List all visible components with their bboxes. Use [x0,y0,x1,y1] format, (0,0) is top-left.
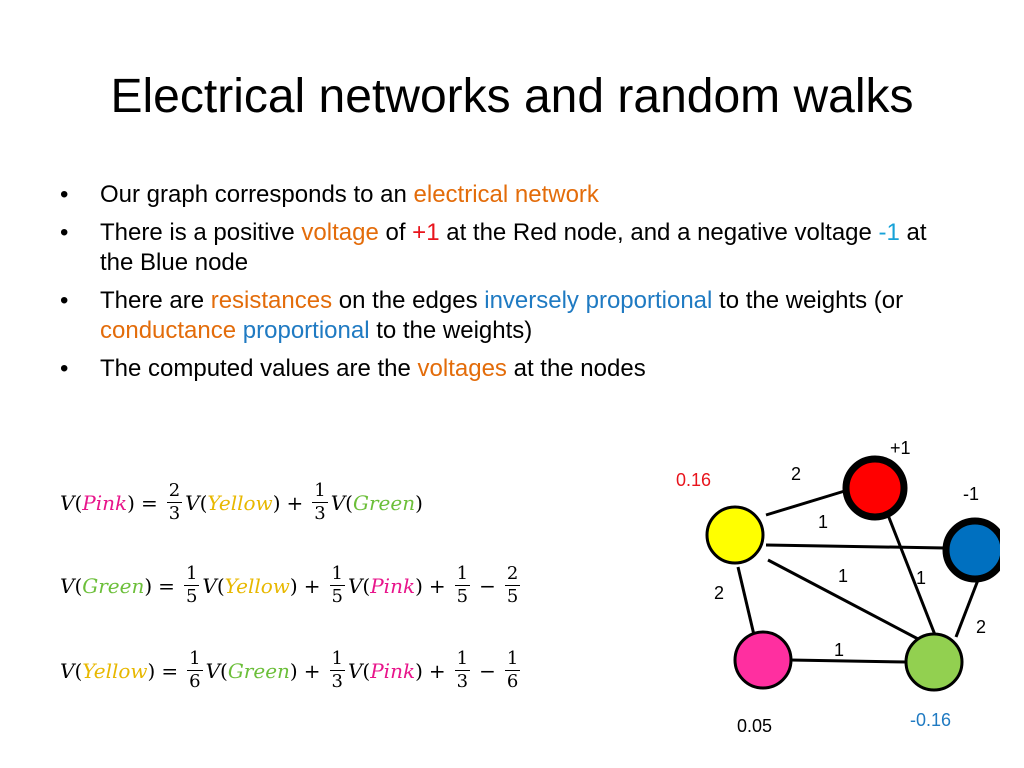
highlight-inversely-proportional: inversely proportional [484,287,713,314]
yellow-node [705,505,765,565]
edge-yellow-red [765,488,849,517]
edge-yellow-green [767,558,921,642]
weight-yellow-red: 2 [791,464,801,484]
highlight-plus-one: +1 [412,219,440,246]
weight-yellow-blue: 1 [818,512,828,532]
highlight-conductance: conductance [100,317,237,344]
highlight-electrical-network: electrical network [413,181,599,208]
weight-blue-green: 2 [976,617,986,637]
highlight-voltages: voltages [417,355,507,382]
bullet-item: The computed values are the voltages at … [58,354,958,384]
weight-red-green: 1 [916,568,926,588]
bullet-list: Our graph corresponds to an electrical n… [58,180,958,392]
highlight-voltage: voltage [301,219,379,246]
network-graph: 2 1 1 1 2 2 1 +1 -1 0.16 0.05 -0.16 [676,438,1000,736]
edge-pink-green [789,658,907,664]
bullet-item: There is a positive voltage of +1 at the… [58,218,958,278]
yellow-node-value: 0.16 [676,470,711,490]
red-node [842,455,908,521]
edge-red-green [886,514,939,641]
bullet-item: Our graph corresponds to an electrical n… [58,180,958,210]
red-node-value: +1 [890,438,911,458]
blue-node [942,517,1000,583]
slide-title: Electrical networks and random walks [110,70,914,123]
green-node [904,632,964,692]
pink-node [733,630,793,690]
blue-node-value: -1 [963,484,979,504]
highlight-minus-one: -1 [878,219,900,246]
weight-yellow-pink: 2 [714,583,724,603]
highlight-proportional: proportional [242,317,370,344]
edge-blue-green [954,579,980,638]
pink-node-value: 0.05 [737,716,772,736]
edge-yellow-pink [736,566,756,636]
highlight-resistances: resistances [210,287,333,314]
bullet-item: There are resistances on the edges inver… [58,286,958,346]
weight-pink-green: 1 [834,640,844,660]
edge-yellow-blue [765,543,946,550]
green-node-value: -0.16 [910,710,951,730]
weight-yellow-green: 1 [838,566,848,586]
graph-edges [736,488,980,664]
